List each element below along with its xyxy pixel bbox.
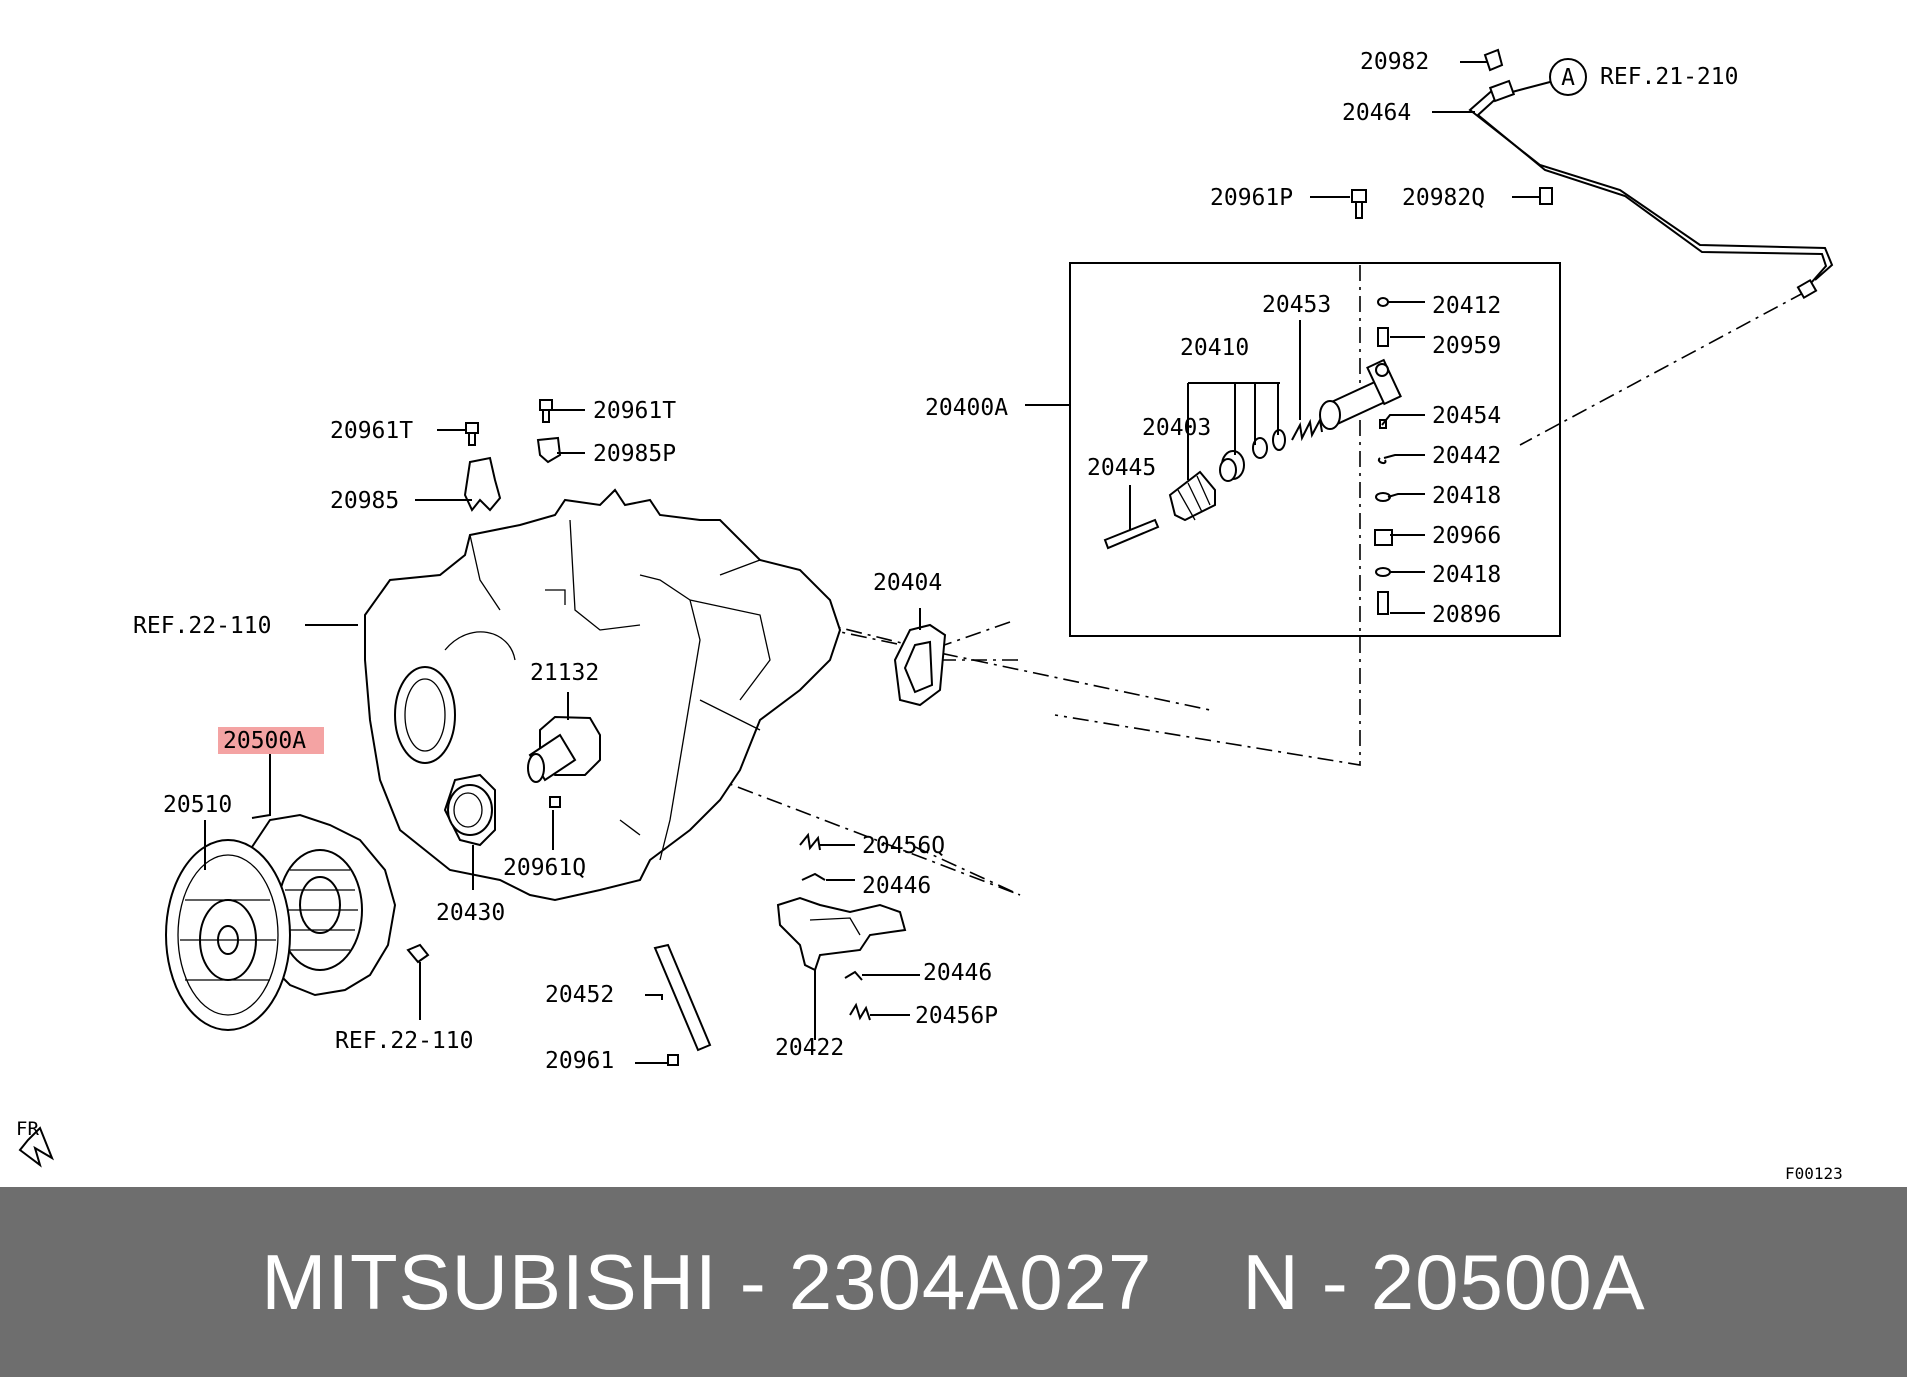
callout-20961Q: 20961Q — [503, 855, 586, 881]
callout-20403: 20403 — [1142, 415, 1211, 441]
callout-20510: 20510 — [163, 792, 232, 818]
fr-label: FR — [16, 1118, 39, 1140]
callout-labels: 20982 20464 REF.21-210 20961P 20982Q 204… — [16, 49, 1843, 1183]
bearing-guide — [527, 715, 601, 783]
callout-20961P: 20961P — [1210, 185, 1293, 211]
callout-20404: 20404 — [873, 570, 942, 596]
callout-20454: 20454 — [1432, 403, 1501, 429]
footer-part-number: 2304A027 — [788, 1237, 1153, 1326]
spring-20456Q — [799, 832, 821, 851]
spring-20446-upper — [801, 872, 826, 881]
callout-20961: 20961 — [545, 1048, 614, 1074]
highlight-box-20500A — [218, 727, 324, 754]
release-fork — [776, 896, 907, 972]
callout-ref-22-110-top: REF.22-110 — [133, 613, 271, 639]
clutch-disc — [165, 839, 291, 1031]
callout-20896: 20896 — [1432, 602, 1501, 628]
bolt-20961Q — [549, 796, 561, 808]
callout-20985: 20985 — [330, 488, 399, 514]
callout-20966: 20966 — [1432, 523, 1501, 549]
bracket-group — [463, 399, 562, 512]
callout-20453: 20453 — [1262, 292, 1331, 318]
fork-shaft — [653, 943, 712, 1066]
figure-code: F00123 — [1785, 1164, 1843, 1183]
callout-20961T-top: 20961T — [593, 398, 676, 424]
callout-20410: 20410 — [1180, 335, 1249, 361]
footer-brand: MITSUBISHI — [261, 1237, 718, 1326]
parts-diagram: A 20982 20464 REF.21-210 20961P 20982Q 2… — [16, 48, 1843, 1183]
callout-20464: 20464 — [1342, 100, 1411, 126]
callout-20452: 20452 — [545, 982, 614, 1008]
callout-20446-upper: 20446 — [862, 873, 931, 899]
footer-banner: MITSUBISHI - 2304A027 N - 20500A — [0, 1187, 1907, 1377]
seal-20404 — [893, 623, 947, 707]
hydraulic-hose — [1351, 48, 1834, 300]
slave-cylinder-body — [1319, 358, 1402, 430]
callout-20982: 20982 — [1360, 49, 1429, 75]
callout-20959: 20959 — [1432, 333, 1501, 359]
transmission-housing — [364, 488, 842, 902]
callout-20985P: 20985P — [593, 441, 676, 467]
callout-20400A: 20400A — [925, 395, 1008, 421]
ref-a-letter: A — [1561, 65, 1575, 91]
callout-20982Q: 20982Q — [1402, 185, 1485, 211]
footer-n-label: N — [1242, 1237, 1300, 1326]
slave-cylinder-box — [1069, 262, 1561, 637]
footer-separator-1: - — [739, 1237, 767, 1326]
callout-ref-21-210: REF.21-210 — [1600, 64, 1738, 90]
reference-circle-a: A — [1549, 58, 1587, 96]
footer-ref-number: 20500A — [1370, 1237, 1646, 1326]
dowel-pin — [406, 943, 430, 964]
boot — [1168, 470, 1216, 522]
footer-separator-2: - — [1321, 1237, 1349, 1326]
callout-20456P: 20456P — [915, 1003, 998, 1029]
callout-ref-22-110-bottom: REF.22-110 — [335, 1028, 473, 1054]
callout-20961T-left: 20961T — [330, 418, 413, 444]
callout-20442: 20442 — [1432, 443, 1501, 469]
spring — [1291, 416, 1323, 442]
leader-lines — [204, 61, 1551, 1064]
callout-20422: 20422 — [775, 1035, 844, 1061]
callout-20412: 20412 — [1432, 293, 1501, 319]
callout-21132: 21132 — [530, 660, 599, 686]
callout-20418-lower: 20418 — [1432, 562, 1501, 588]
callout-20456Q: 20456Q — [862, 833, 945, 859]
callout-20418-upper: 20418 — [1432, 483, 1501, 509]
callout-20445: 20445 — [1087, 455, 1156, 481]
callout-20446-lower: 20446 — [923, 960, 992, 986]
front-arrow-icon — [18, 1126, 55, 1168]
spring-20446-lower — [844, 970, 863, 981]
callout-20430: 20430 — [436, 900, 505, 926]
release-bearing — [443, 773, 496, 847]
callout-20500A: 20500A — [223, 728, 306, 754]
spring-20456P — [849, 1002, 871, 1021]
